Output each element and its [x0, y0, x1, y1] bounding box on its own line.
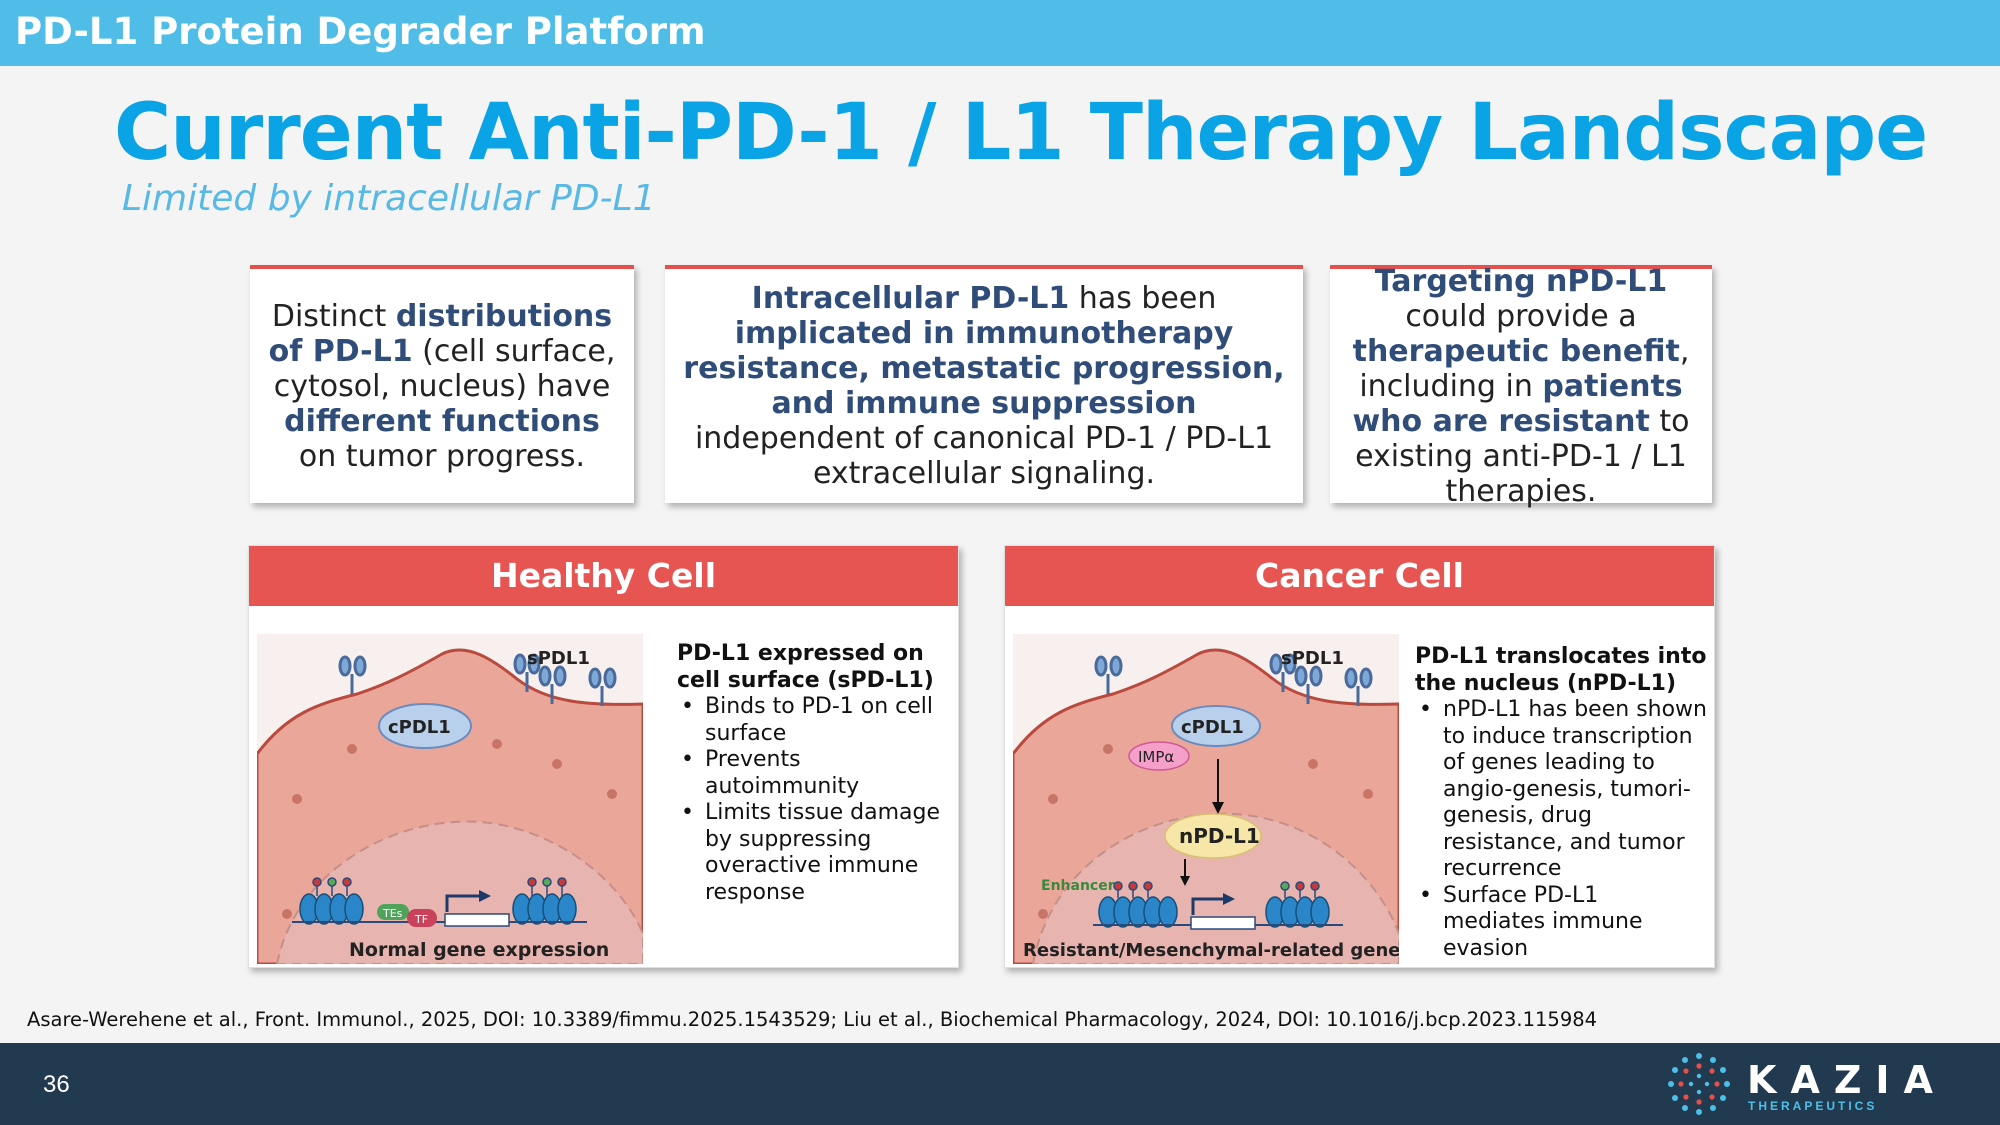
impa-label: IMPα: [1138, 748, 1174, 766]
receptor-icon: [338, 653, 617, 706]
card-emphasis: implicated in immunotherapy resistance, …: [683, 316, 1285, 421]
healthy-cell-description: PD-L1 expressed on cell surface (sPD-L1)…: [677, 641, 947, 906]
bullet-item: Prevents autoimmunity: [677, 747, 947, 800]
tf-label: TF: [414, 913, 428, 926]
cpdl1-label: cPDL1: [1181, 717, 1244, 738]
card-emphasis: Intracellular PD-L1: [751, 281, 1070, 316]
card-text: on tumor progress.: [298, 438, 586, 474]
healthy-lead: PD-L1 expressed on cell surface (sPD-L1): [677, 641, 934, 693]
card-text: could provide a: [1405, 298, 1637, 334]
page-number: 36: [43, 1071, 70, 1098]
tes-label: TEs: [382, 907, 403, 920]
card-emphasis: patients who are resistant: [1352, 368, 1683, 439]
card-emphasis: different functions: [284, 403, 600, 439]
dna-icon: [299, 893, 577, 925]
cancer-bullets: nPD-L1 has been shown to induce transcri…: [1415, 697, 1707, 962]
card-emphasis: therapeutic benefit: [1352, 333, 1680, 369]
card-emphasis: distributions of PD-L1: [268, 298, 613, 369]
kazia-logo-icon: [1668, 1053, 1730, 1115]
methylation-marks-icon: [312, 877, 567, 896]
card-targeting: Targeting nPD-L1 could provide a therape…: [1330, 264, 1712, 509]
card-text: , including in: [1359, 333, 1690, 404]
npdl1-label: nPD-L1: [1179, 824, 1260, 848]
footer-bar: 36: [0, 1043, 2000, 1125]
header-title: PD-L1 Protein Degrader Platform: [15, 10, 706, 53]
healthy-cell-heading: Healthy Cell: [249, 546, 958, 606]
card-intracellular: Intracellular PD-L1 has been implicated …: [665, 265, 1303, 503]
card-intracellular-text: Intracellular PD-L1 has been implicated …: [665, 281, 1303, 491]
card-emphasis: Targeting nPD-L1: [1374, 263, 1668, 299]
card-text: has been: [1069, 281, 1217, 316]
bullet-item: Limits tissue damage by suppressing over…: [677, 800, 947, 906]
healthy-cell-panel: Healthy Cell sPDL1 cPDL1 TEs TF: [248, 545, 959, 968]
card-targeting-text: Targeting nPD-L1 could provide a therape…: [1330, 264, 1712, 509]
methylation-marks-icon: [1113, 881, 1320, 898]
card-text: (cell surface, cytosol, nucleus) have: [273, 333, 616, 404]
card-text: independent of canonical PD-1 / PD-L1 ex…: [694, 421, 1274, 491]
dna-icon: [1098, 896, 1330, 928]
cancer-cell-description: PD-L1 translocates into the nucleus (nPD…: [1415, 644, 1707, 962]
cancer-lead: PD-L1 translocates into the nucleus (nPD…: [1415, 644, 1707, 696]
cancer-cell-panel: Cancer Cell sPDL1 cPDL1 IMPα nPD-L1 Enha…: [1004, 545, 1715, 968]
spdl1-label: sPDL1: [1281, 648, 1344, 669]
kazia-logo-subtext: THERAPEUTICS: [1748, 1099, 1878, 1113]
references: Asare-Werehene et al., Front. Immunol., …: [27, 1008, 1598, 1031]
card-distributions: Distinct distributions of PD-L1 (cell su…: [250, 265, 634, 503]
bullet-item: Surface PD-L1 mediates immune evasion: [1415, 883, 1707, 963]
header-bar: PD-L1 Protein Degrader Platform: [0, 0, 2000, 66]
card-text: to existing anti-PD-1 / L1 therapies.: [1355, 403, 1690, 509]
slide-title: Current Anti-PD-1 / L1 Therapy Landscape: [114, 88, 1928, 178]
slide-subtitle: Limited by intracellular PD-L1: [122, 178, 656, 219]
card-distributions-text: Distinct distributions of PD-L1 (cell su…: [250, 299, 634, 474]
bullet-item: Binds to PD-1 on cell surface: [677, 694, 947, 747]
bullet-item: nPD-L1 has been shown to induce transcri…: [1415, 697, 1707, 883]
cancer-cell-illustration: sPDL1 cPDL1 IMPα nPD-L1 Enhancer Resista…: [1013, 634, 1399, 964]
cancer-cell-heading: Cancer Cell: [1005, 546, 1714, 606]
receptor-icon: [1094, 653, 1373, 706]
enhancer-label: Enhancer: [1041, 878, 1115, 894]
spdl1-label: sPDL1: [527, 648, 590, 669]
cpdl1-label: cPDL1: [388, 717, 451, 738]
healthy-cell-illustration: sPDL1 cPDL1 TEs TF Normal gene expressio…: [257, 634, 643, 964]
card-text: Distinct: [271, 298, 396, 334]
healthy-figure-caption: Normal gene expression: [349, 939, 609, 961]
kazia-logo-text: KAZIA: [1747, 1058, 1947, 1102]
healthy-bullets: Binds to PD-1 on cell surface Prevents a…: [677, 694, 947, 906]
cancer-figure-caption: Resistant/Mesenchymal-related genes: [1023, 940, 1399, 961]
